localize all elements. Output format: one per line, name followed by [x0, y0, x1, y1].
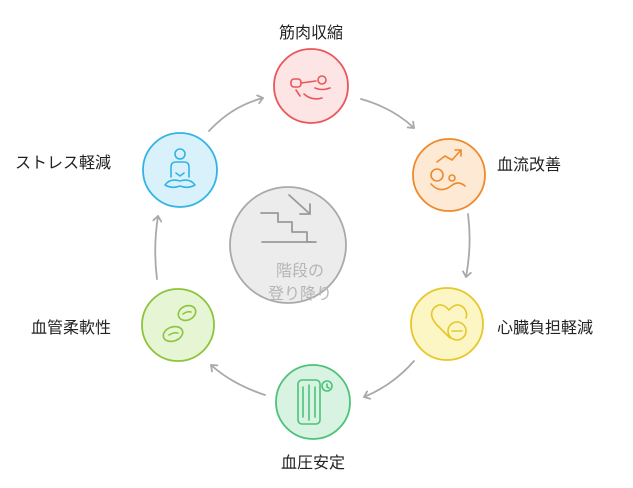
stairs-down-icon: [260, 194, 317, 243]
arrow-stress-to-muscle: [208, 94, 264, 132]
blood-cells-icon: [162, 304, 197, 343]
blood-pressure-gauge-icon: [297, 379, 333, 425]
cycle-arrows: [152, 94, 472, 400]
muscle-contraction-icon: [290, 75, 331, 100]
node-label-blood-pressure: 血圧安定: [281, 453, 345, 472]
arrow-muscle-to-bloodflow: [360, 98, 415, 129]
node-blood-pressure: 血圧安定: [275, 364, 351, 472]
node-label-stress: ストレス軽減: [15, 153, 111, 172]
center-title-line2: 登り降り: [268, 284, 332, 303]
arrow-vessel-to-stress: [152, 215, 163, 280]
arrow-pressure-to-vessel: [210, 364, 266, 396]
arrow-heart-to-pressure: [363, 360, 415, 400]
meditation-icon: [164, 148, 196, 189]
heart-minus-icon: [430, 304, 468, 341]
node-heart-load: 心臓負担軽減: [410, 287, 593, 361]
center-title-line1: 階段の: [276, 261, 324, 280]
node-label-blood-flow: 血流改善: [497, 155, 561, 174]
node-vessel-flexibility: 血管柔軟性: [31, 288, 215, 362]
node-blood-flow: 血流改善: [412, 138, 561, 212]
arrow-bloodflow-to-heart: [462, 213, 472, 278]
node-label-vessel: 血管柔軟性: [31, 318, 111, 337]
node-label-muscle: 筋肉収縮: [279, 23, 343, 42]
node-stress-relief: ストレス軽減: [15, 132, 218, 208]
blood-flow-chart-icon: [430, 149, 466, 191]
node-muscle-contraction: 筋肉収縮: [273, 23, 349, 124]
center-node: 階段の 登り降り: [229, 186, 347, 304]
node-label-heart: 心臓負担軽減: [497, 318, 593, 337]
